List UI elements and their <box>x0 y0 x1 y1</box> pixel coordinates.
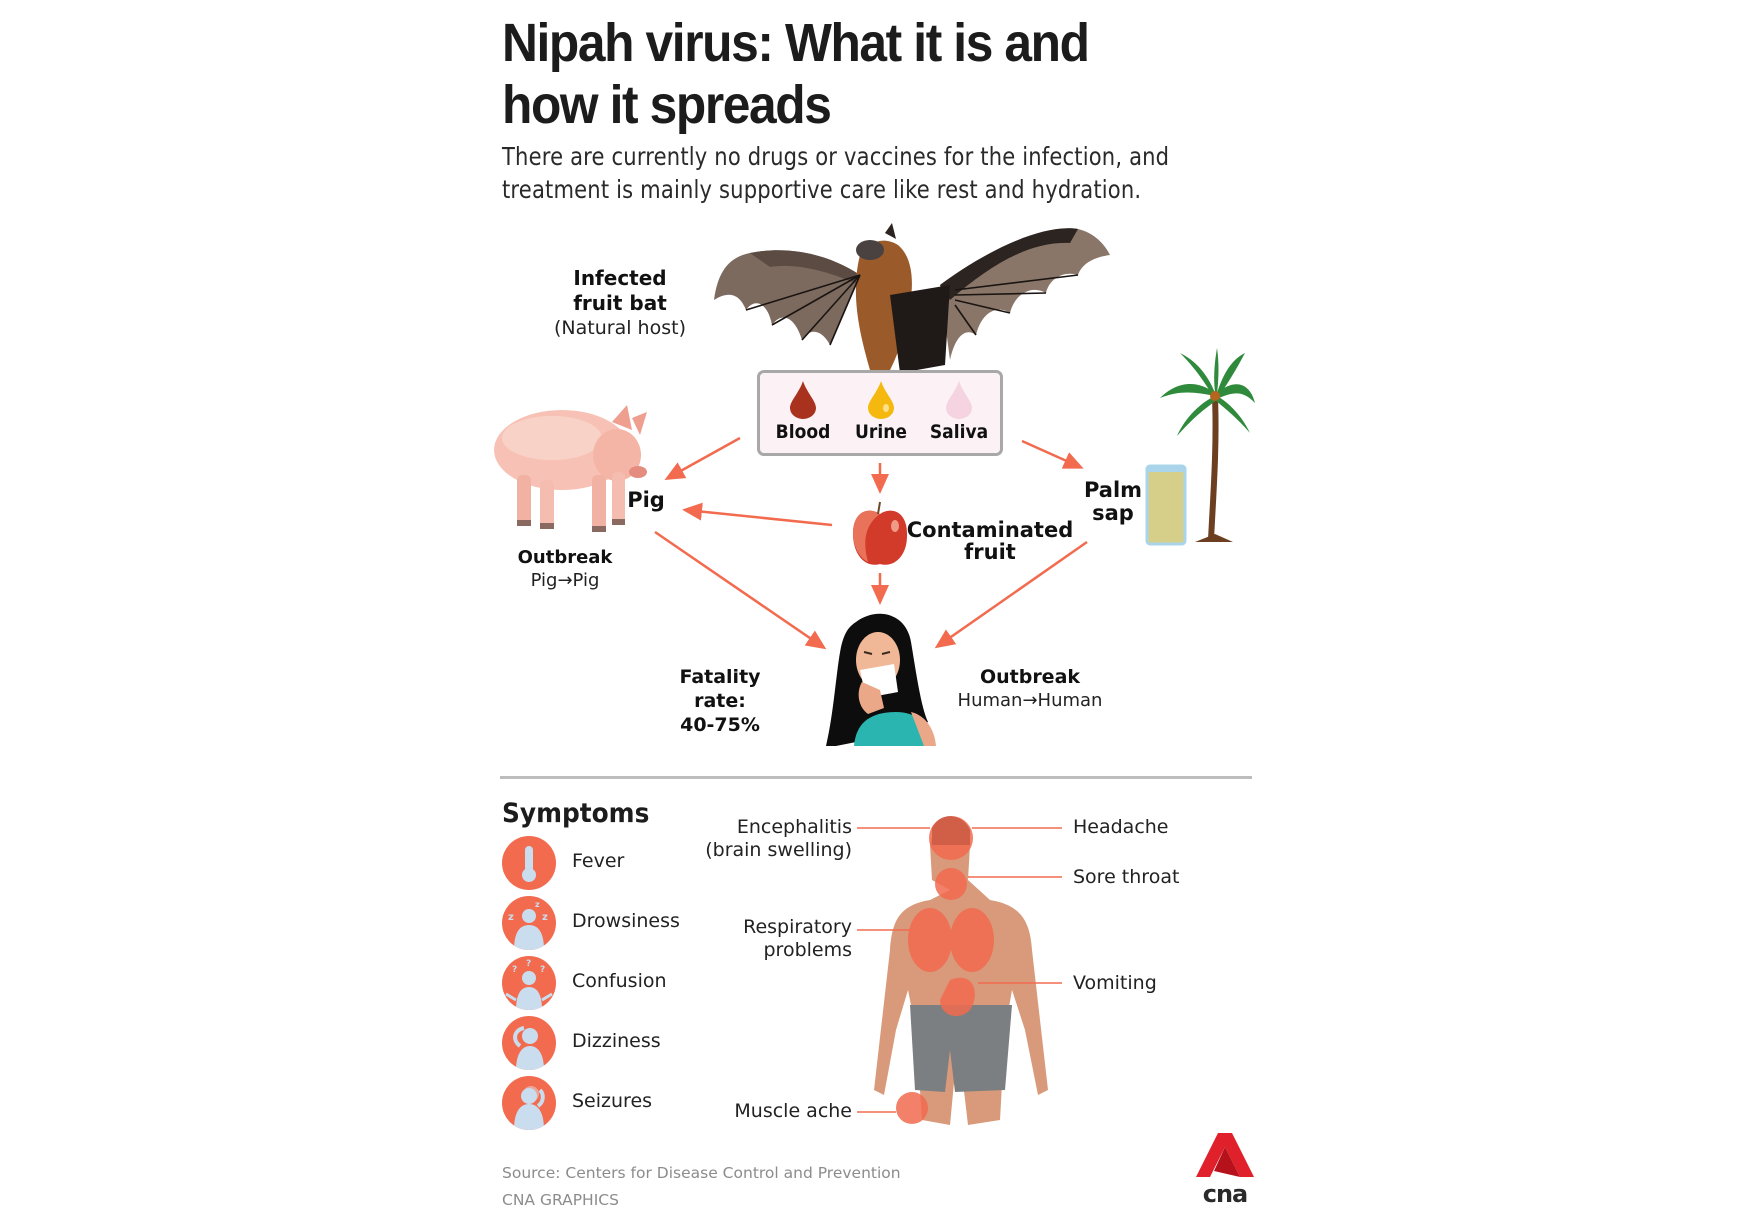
symptom-confusion: ??? Confusion <box>502 956 732 1012</box>
palm-tree-and-glass-illustration <box>1145 348 1255 546</box>
svg-text:z: z <box>508 912 514 923</box>
subtitle-line-1: There are currently no drugs or vaccines… <box>502 142 1170 171</box>
urine-drop-icon <box>868 381 894 419</box>
title-line-2: how it spreads <box>502 75 832 135</box>
bat-label-note: (Natural host) <box>554 317 686 339</box>
fatality-title: Fatality rate: <box>679 666 761 712</box>
bat-label-line-2: fruit bat <box>573 291 667 315</box>
symptom-label: Seizures <box>572 1090 653 1112</box>
symptoms-title: Symptoms <box>502 798 650 829</box>
arrow-fruit-to-pig <box>682 502 833 527</box>
symptom-label: Dizziness <box>572 1030 661 1052</box>
blood-drop-icon <box>790 381 816 419</box>
body-label-line-1: Encephalitis <box>736 816 852 838</box>
cna-logo-text: cna <box>1202 1180 1249 1208</box>
thermometer-icon <box>502 836 556 890</box>
body-label-encephalitis: Encephalitis (brain swelling) <box>700 816 852 862</box>
page-title: Nipah virus: What it is and how it sprea… <box>502 12 1201 136</box>
symptom-fever: Fever <box>502 836 732 892</box>
cna-logo-mark-icon <box>1196 1133 1254 1177</box>
body-label-line-2: (brain swelling) <box>705 839 852 861</box>
fruit-bat-illustration <box>714 223 1110 373</box>
pig-outbreak-text: Pig→Pig <box>530 570 600 591</box>
palm-label-line-2: sap <box>1092 501 1134 525</box>
svg-text:?: ? <box>526 959 531 969</box>
arrow-pig-to-human <box>654 530 827 650</box>
sick-woman-illustration <box>826 613 936 746</box>
fruit-label: Contaminated fruit <box>905 519 1075 563</box>
body-label-respiratory: Respiratory problems <box>700 916 852 962</box>
svg-text:?: ? <box>540 965 545 975</box>
credit-text: CNA GRAPHICS <box>502 1191 619 1209</box>
fatality-rate: Fatality rate: 40-75% <box>655 665 785 737</box>
body-label-vomiting: Vomiting <box>1073 972 1157 994</box>
svg-text:z: z <box>535 900 540 909</box>
fluid-label: Blood <box>775 421 831 443</box>
subtitle-line-2: treatment is mainly supportive care like… <box>502 175 1142 204</box>
pig-outbreak: Outbreak Pig→Pig <box>500 546 630 592</box>
fluid-label: Urine <box>855 421 907 443</box>
pig-label: Pig <box>627 488 665 512</box>
symptom-label: Drowsiness <box>572 910 680 932</box>
svg-text:?: ? <box>512 965 517 975</box>
human-outbreak: Outbreak Human→Human <box>950 665 1110 713</box>
svg-text:z: z <box>542 912 548 923</box>
title-line-1: Nipah virus: What it is and <box>502 13 1090 73</box>
seizure-person-icon <box>502 1076 556 1130</box>
dizzy-person-icon <box>502 1016 556 1070</box>
confused-person-icon: ??? <box>502 956 556 1010</box>
palm-sap-label: Palm sap <box>1080 479 1146 525</box>
bodily-fluids-box: Blood Urine Saliva <box>757 370 1003 456</box>
body-label-line-1: Respiratory <box>743 916 852 938</box>
fatality-value: 40-75% <box>680 714 760 736</box>
bat-label: Infected fruit bat (Natural host) <box>540 266 700 340</box>
body-label-headache: Headache <box>1073 816 1169 838</box>
palm-label-line-1: Palm <box>1083 478 1143 502</box>
human-outbreak-title: Outbreak <box>979 666 1081 688</box>
apple-illustration <box>852 501 908 565</box>
fluid-blood: Blood <box>766 381 840 443</box>
body-label-sore-throat: Sore throat <box>1073 866 1180 888</box>
body-label-muscle-ache: Muscle ache <box>700 1100 852 1123</box>
source-text: Source: Centers for Disease Control and … <box>502 1164 901 1182</box>
section-divider <box>500 776 1252 779</box>
symptom-label: Fever <box>572 850 625 872</box>
arrow-palm-to-human <box>934 540 1088 649</box>
pig-illustration <box>494 405 647 532</box>
cna-logo: cna <box>1196 1133 1254 1206</box>
pig-outbreak-title: Outbreak <box>517 547 613 568</box>
fluid-label: Saliva <box>929 421 989 443</box>
fluid-saliva: Saliva <box>922 381 996 443</box>
human-outbreak-text: Human→Human <box>957 690 1103 711</box>
fruit-label-line-1: Contaminated <box>906 518 1074 542</box>
saliva-drop-icon <box>946 381 972 419</box>
body-label-line-2: problems <box>763 939 852 961</box>
bat-label-line-1: Infected <box>573 266 667 290</box>
symptom-label: Confusion <box>572 970 667 992</box>
fluid-urine: Urine <box>844 381 918 443</box>
footer-source: Source: Centers for Disease Control and … <box>502 1160 901 1214</box>
human-body-diagram <box>857 816 1062 1125</box>
body-label-line-1: Muscle ache <box>734 1100 852 1122</box>
symptom-dizziness: Dizziness <box>502 1016 732 1072</box>
arrow-box-to-palm <box>1021 439 1084 469</box>
arrow-box-to-pig <box>664 436 741 480</box>
symptom-seizures: Seizures <box>502 1076 732 1132</box>
fruit-label-line-2: fruit <box>964 540 1016 564</box>
subtitle: There are currently no drugs or vaccines… <box>502 140 1190 206</box>
